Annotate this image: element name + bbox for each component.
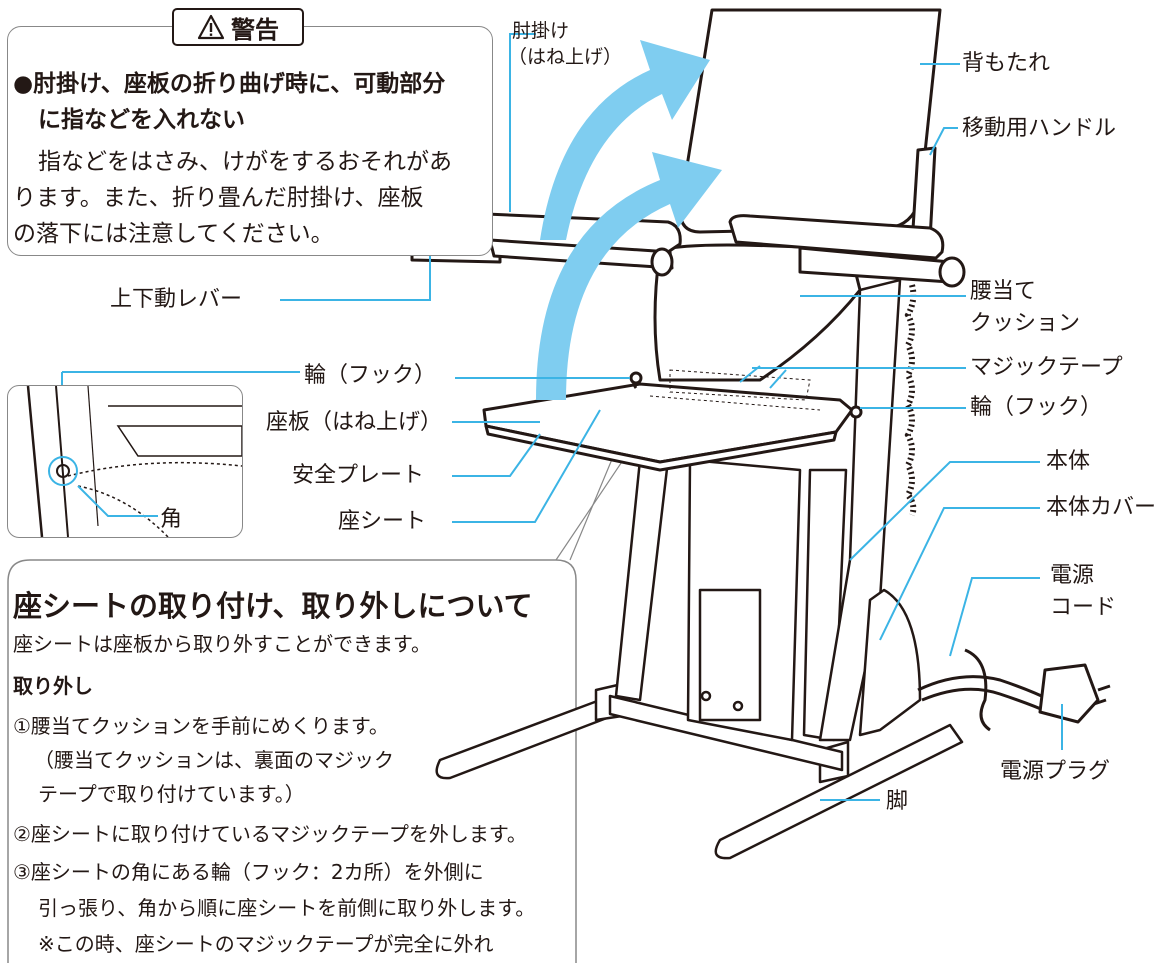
label-backrest: 背もたれ (962, 51, 1051, 76)
label-power-cord-1: 電源 (1050, 563, 1095, 588)
seat-board (482, 371, 863, 472)
label-safety-plate: 安全プレート (292, 463, 425, 488)
power-cord (917, 648, 1051, 732)
label-armrest-sub: （はね上げ） (508, 46, 623, 68)
warning-body-1: 指などをはさみ、けがをするおそれがあ (38, 149, 452, 175)
label-corner: 角 (160, 507, 183, 532)
corner-detail-inset (7, 385, 243, 538)
info-title: 座シートの取り付け、取り外しについて (13, 589, 533, 623)
warning-heading-1: ●肘掛け、座板の折り曲げ時に、可動部分 (13, 71, 446, 97)
power-plug (1038, 663, 1111, 724)
spring-cord (904, 284, 917, 517)
warning-tag: 警告 (172, 8, 304, 46)
main-body (614, 278, 922, 742)
label-power-cord-2: コード (1050, 595, 1117, 620)
leg (435, 682, 964, 860)
info-frame (7, 559, 556, 963)
label-ring-hook-right: 輪（フック） (970, 395, 1103, 420)
label-updown-lever: 上下動レバー (110, 287, 243, 312)
label-ring-hook-left: 輪（フック） (304, 363, 437, 388)
info-step-2: ②座シートに取り付けているマジックテープを外します。 (13, 822, 527, 846)
info-step-1: ①腰当てクッションを手前にめくります。 (13, 714, 389, 738)
label-armrest: 肘掛け (512, 20, 570, 42)
label-power-plug: 電源プラグ (1000, 759, 1111, 784)
label-main-body: 本体 (1046, 449, 1091, 474)
warning-triangle-icon (197, 14, 225, 40)
info-step-3-note: ※この時、座シートのマジックテープが完全に外れ (38, 932, 494, 956)
warning-body-2: ります。また、折り畳んだ肘掛け、座板 (13, 185, 424, 211)
label-leg: 脚 (886, 789, 909, 814)
label-waist-cushion-2: クッション (970, 311, 1081, 336)
info-step-3a: ③座シートの角にある輪（フック：2カ所）を外側に (13, 860, 484, 884)
leader-lines (61, 33, 1063, 801)
warning-heading-2: に指などを入れない (38, 107, 245, 133)
info-step-1-note-2: テープで取り付けています。） (38, 782, 305, 806)
label-waist-cushion-1: 腰当て (970, 279, 1037, 304)
label-seat-sheet: 座シート (338, 509, 427, 534)
backrest (653, 8, 942, 382)
corner-detail-drawing (26, 386, 242, 537)
label-move-handle: 移動用ハンドル (962, 116, 1117, 141)
info-intro: 座シートは座板から取り外すことができます。 (13, 632, 431, 656)
warning-body-3: の落下には注意してください。 (13, 221, 334, 247)
label-main-body-cover: 本体カバー (1046, 495, 1157, 520)
info-subheading: 取り外し (13, 674, 93, 698)
label-seat-board: 座板（はね上げ） (266, 410, 443, 435)
warning-tag-label: 警告 (231, 15, 279, 44)
info-step-1-note-1: （腰当てクッションは、裏面のマジック (34, 748, 394, 772)
label-magic-tape: マジックテープ (970, 355, 1123, 380)
fold-arrow (536, 40, 722, 400)
info-step-3b: 引っ張り、角から順に座シートを前側に取り外します。 (38, 896, 536, 920)
warning-box (7, 26, 493, 256)
